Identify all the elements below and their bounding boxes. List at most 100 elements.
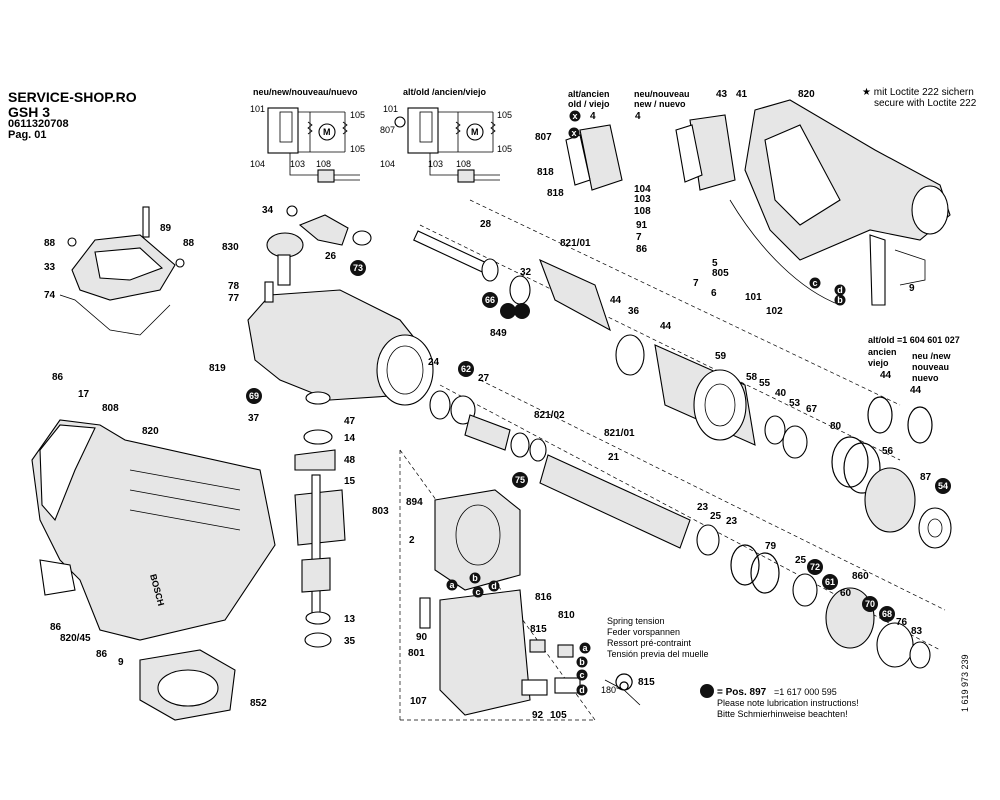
callout-88: 88 (44, 238, 56, 249)
callout-40: 40 (775, 388, 787, 399)
callout-2: 2 (409, 535, 415, 546)
lube-note: = Pos. 897 =1 617 000 595 Please note lu… (700, 684, 859, 719)
callout-805: 805 (712, 268, 729, 279)
callout-55: 55 (759, 378, 771, 389)
label-807: 807 (380, 125, 395, 135)
connection-letter-a: a (579, 642, 591, 654)
callout-47: 47 (344, 416, 356, 427)
label-105: 105 (497, 144, 512, 154)
ring-old-l3: viejo (868, 358, 889, 368)
label-103: 103 (290, 159, 305, 169)
callout-28: 28 (480, 219, 492, 230)
badge-number: 75 (515, 475, 525, 485)
stator-group (399, 449, 596, 721)
letter-text: b (579, 657, 585, 667)
badge-circle (935, 478, 951, 494)
letter-text: d (491, 581, 497, 591)
callout-108: 108 (634, 206, 651, 217)
badge-circle (879, 606, 895, 622)
callout-27: 27 (478, 373, 490, 384)
callout-35: 35 (344, 636, 356, 647)
lube-badge-69: 69 (246, 388, 262, 404)
callout-9: 9 (118, 657, 124, 668)
spring-angle: 180° (601, 685, 620, 695)
label-105: 105 (497, 110, 512, 120)
callout-820: 820 (142, 426, 159, 437)
letter-text: x (571, 128, 576, 138)
callout-26: 26 (325, 251, 337, 262)
letter-text: b (472, 573, 478, 583)
label-101: 101 (250, 104, 265, 114)
callout-41: 41 (736, 89, 748, 100)
badge-number: 54 (938, 481, 948, 491)
callout-92: 92 (532, 710, 544, 721)
lube-badge-72: 72 (807, 559, 823, 575)
letter-circle (569, 110, 581, 122)
letter-circle (579, 642, 591, 654)
callout-67: 67 (806, 404, 818, 415)
callout-821-02: 821/02 (534, 410, 565, 421)
callout-849: 849 (490, 328, 507, 339)
connection-letter-x: x (569, 110, 581, 122)
badge-circle (482, 292, 498, 308)
callout-6: 6 (711, 288, 717, 299)
motor-symbol: M (471, 127, 479, 137)
letter-circle (576, 669, 588, 681)
letter-text: a (582, 643, 588, 653)
lube-badge-61: 61 (822, 574, 838, 590)
label-101: 101 (383, 104, 398, 114)
callout-821-01: 821/01 (560, 238, 591, 249)
callout-25: 25 (795, 555, 807, 566)
spring-note-l2: Feder vorspannen (607, 627, 680, 637)
callout-803: 803 (372, 506, 389, 517)
callout-60: 60 (840, 588, 852, 599)
switch-old-label: alt/ancien (568, 89, 610, 99)
lube-l2: Please note lubrication instructions! (717, 698, 859, 708)
callout-14: 14 (344, 433, 356, 444)
switch-variants: alt/ancien old / viejo neu/nouveau new /… (565, 89, 736, 191)
page-number: Pag. 01 (8, 129, 47, 141)
connection-letter-d: d (488, 580, 500, 592)
ring-new-number: 44 (910, 385, 922, 396)
spring-note-l3: Ressort pré-contraint (607, 638, 692, 648)
callout-7: 7 (636, 232, 642, 243)
model-name: GSH 3 (8, 104, 51, 120)
callout-86: 86 (96, 649, 108, 660)
callout-56: 56 (882, 446, 894, 457)
badge-number: 68 (882, 609, 892, 619)
lube-badge-75: 75 (512, 472, 528, 488)
callout-819: 819 (209, 363, 226, 374)
letter-circle (809, 277, 821, 289)
letter-text: c (812, 278, 817, 288)
callout-89: 89 (160, 223, 172, 234)
armature-group (294, 391, 346, 648)
upper-barrel-row (413, 199, 952, 549)
callout-4: 4 (635, 111, 641, 122)
connection-letter-b: b (469, 572, 481, 584)
connection-letter-c: c (809, 277, 821, 289)
letter-text: x (572, 111, 577, 121)
schematic-new: neu/new/nouveau/nuevo M 101 105 105 104 … (250, 87, 365, 183)
callout-13: 13 (344, 614, 356, 625)
drawing-number: 1 619 973 239 (960, 654, 970, 712)
callout-808: 808 (102, 403, 119, 414)
letter-circle (446, 579, 458, 591)
badge-circle (862, 596, 878, 612)
badge-number: 70 (865, 599, 875, 609)
schematic-old: alt/old /ancien/viejo M 101 105 807 105 … (380, 87, 512, 183)
callout-820-45: 820/45 (60, 633, 91, 644)
callout-816: 816 (535, 592, 552, 603)
switch-old-label-2: old / viejo (568, 99, 610, 109)
callout-32: 32 (520, 267, 532, 278)
callout-23: 23 (697, 502, 709, 513)
lube-dot-icon (700, 684, 714, 698)
letter-circle (488, 580, 500, 592)
callout-74: 74 (44, 290, 56, 301)
badge-number: 73 (353, 263, 363, 273)
callout-91: 91 (636, 220, 648, 231)
badge-circle (458, 361, 474, 377)
callout-810: 810 (558, 610, 575, 621)
callout-88: 88 (183, 238, 195, 249)
